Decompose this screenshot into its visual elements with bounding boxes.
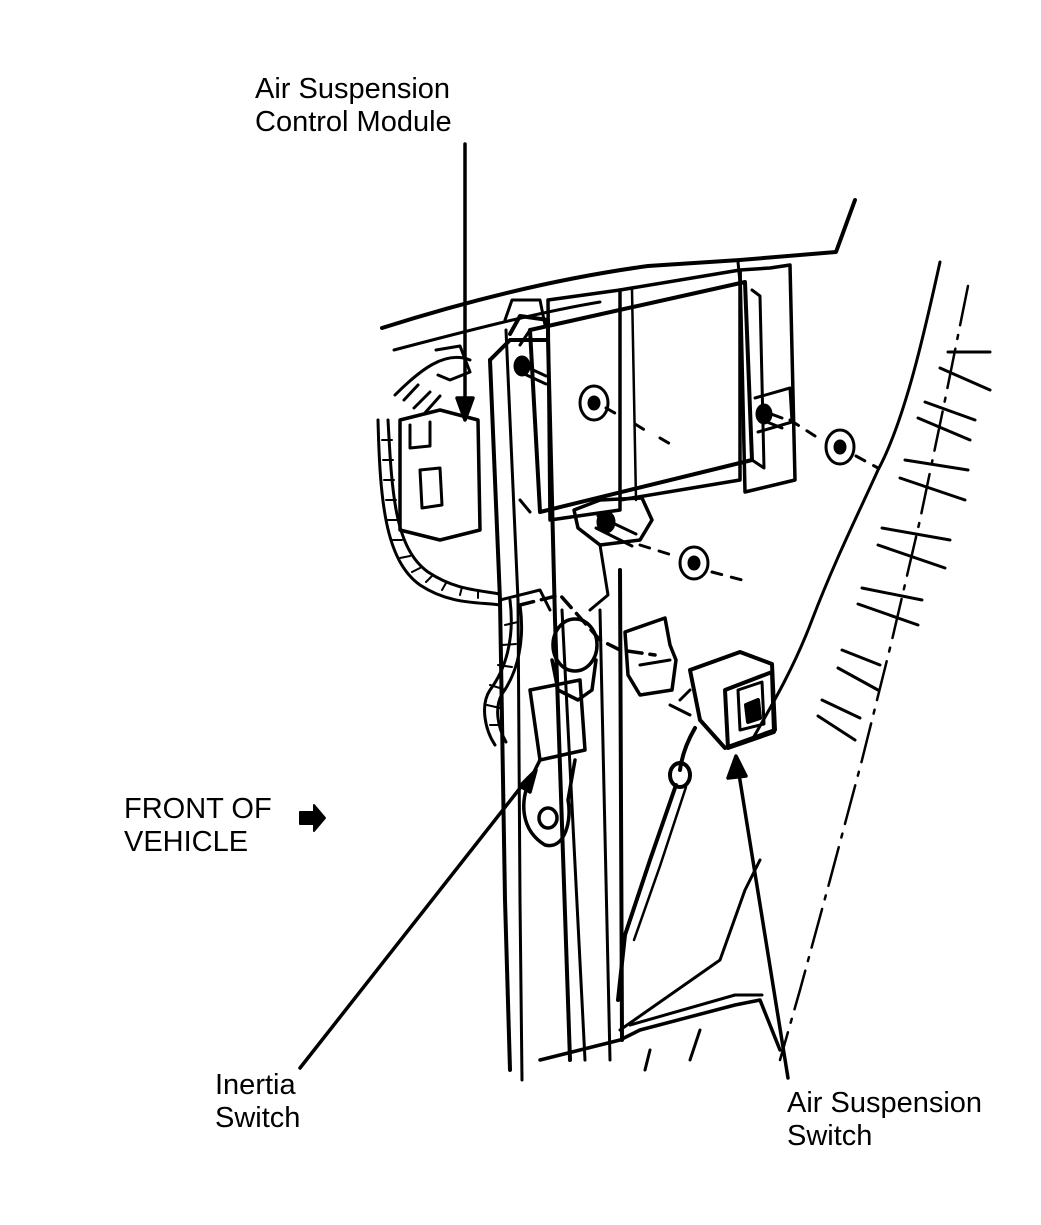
inertia-switch-assembly xyxy=(518,593,657,848)
fender-outline xyxy=(750,260,970,1062)
front-direction-arrow xyxy=(299,804,326,832)
air-suspension-switch-body xyxy=(616,650,777,1002)
lower-bracket xyxy=(572,496,654,612)
mounting-nuts xyxy=(513,355,880,582)
label-line: Air Suspension xyxy=(255,73,451,105)
label-line: Control Module xyxy=(255,106,452,138)
label-line: FRONT OF xyxy=(124,793,272,825)
relay-connector xyxy=(623,616,678,697)
label-inertia-switch: Inertia Switch xyxy=(215,1069,300,1135)
control-module-box xyxy=(518,280,794,514)
label-line: Inertia xyxy=(215,1069,296,1101)
label-front-of-vehicle: FRONT OF VEHICLE xyxy=(124,793,272,859)
floor-sill xyxy=(538,858,782,1072)
label-air-suspension-control-module: Air Suspension Control Module xyxy=(255,73,452,139)
pillar-harness xyxy=(483,588,552,747)
label-line: Switch xyxy=(215,1102,301,1134)
ribbed-trim xyxy=(816,350,992,742)
label-line: Switch xyxy=(787,1120,873,1152)
label-line: VEHICLE xyxy=(124,826,249,858)
callout-leaders xyxy=(298,142,790,1080)
label-air-suspension-switch: Air Suspension Switch xyxy=(787,1087,982,1153)
wiring-harness xyxy=(376,344,502,607)
label-line: Air Suspension xyxy=(787,1087,983,1119)
